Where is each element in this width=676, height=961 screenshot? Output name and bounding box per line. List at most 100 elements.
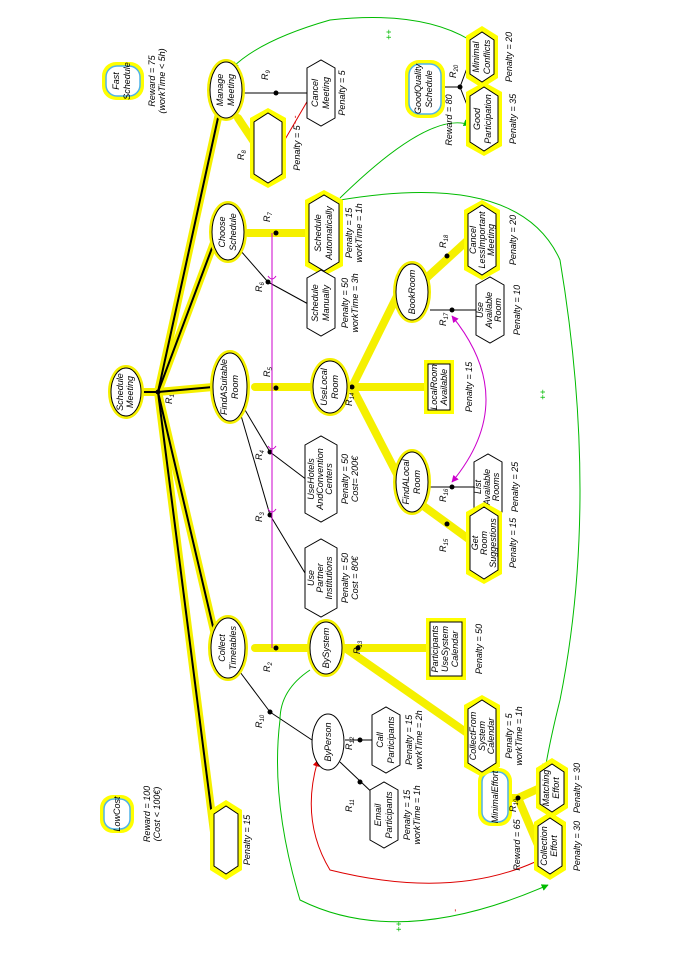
svg-text:LocalRoom: LocalRoom	[429, 364, 439, 410]
task-collect-from-system-calendar: CollectFrom System Calendar	[464, 695, 500, 777]
svg-text:Call: Call	[375, 731, 385, 748]
goal-use-local-room: UseLocal Room	[310, 358, 350, 416]
svg-text:workTime = 1h: workTime = 1h	[412, 785, 422, 844]
svg-text:Penalty = 5: Penalty = 5	[292, 124, 302, 170]
contrib-minimal-conflicts-to-fast	[231, 17, 471, 69]
svg-text:Fast: Fast	[111, 72, 121, 90]
svg-text:Meeting: Meeting	[125, 376, 135, 408]
svg-text:FindALocal: FindALocal	[401, 458, 411, 504]
svg-text:workTime = 3h: workTime = 3h	[350, 273, 360, 332]
svg-text:R12: R12	[344, 736, 356, 750]
svg-text:(Cost < 100€): (Cost < 100€)	[152, 787, 162, 842]
svg-text:Participation: Participation	[483, 94, 493, 144]
svg-text:workTime = 1h: workTime = 1h	[514, 706, 524, 765]
svg-text:R6: R6	[254, 282, 266, 293]
edge-collect-r10	[239, 671, 271, 713]
refinement-dots	[155, 84, 521, 801]
svg-text:++: ++	[384, 29, 394, 40]
svg-text:++: ++	[538, 389, 548, 400]
svg-text:Get: Get	[470, 535, 480, 550]
task-good-participation: Good Participation	[466, 82, 502, 156]
svg-text:Schedule: Schedule	[122, 62, 132, 100]
svg-text:Penalty = 5: Penalty = 5	[504, 712, 514, 758]
svg-text:Schedule: Schedule	[115, 373, 125, 411]
task-cancel-meeting: Cancel Meeting	[306, 59, 336, 127]
svg-text:Conflicts: Conflicts	[482, 39, 492, 74]
svg-text:(workTime < 5h): (workTime < 5h)	[157, 48, 167, 113]
edge-find-r4	[244, 409, 271, 453]
task-use-hotels: UseHotels AndConvention Centers	[304, 435, 338, 523]
svg-text:workTime = 2h: workTime = 2h	[414, 710, 424, 769]
svg-text:UseSystem: UseSystem	[440, 625, 450, 672]
svg-text:Penalty = 5: Penalty = 5	[337, 69, 347, 115]
svg-text:Cancel: Cancel	[310, 78, 320, 107]
quality-minimal-effort: MinimalEffort	[478, 768, 512, 826]
svg-text:Penalty = 50: Penalty = 50	[340, 278, 350, 328]
svg-text:CollectFrom: CollectFrom	[468, 711, 478, 760]
assumption-participants-use-system-calendar: Participants UseSystem Calendar	[426, 618, 466, 680]
contrib-auto-to-matching	[339, 192, 581, 771]
quality-low-cost: LowCost	[100, 795, 134, 833]
task-email-participants: Email Participants	[369, 781, 399, 849]
svg-text:Penalty = 50: Penalty = 50	[340, 553, 350, 603]
svg-text:Cost= 200€: Cost= 200€	[350, 455, 360, 502]
task-use-partner-institutions: Use Partner Institutions	[304, 538, 338, 618]
positive-contributions	[231, 17, 581, 923]
edge-r1-choose-core	[157, 231, 219, 393]
svg-text:Reward = 100: Reward = 100	[142, 786, 152, 842]
conflict-arc-r6	[267, 275, 277, 280]
task-get-room-suggestions: Get Room Suggestions	[466, 502, 502, 584]
svg-text:Participants: Participants	[386, 716, 396, 764]
svg-text:System: System	[477, 720, 487, 751]
edge-by-system-collect-calendar	[341, 644, 474, 739]
svg-text:R2: R2	[262, 662, 274, 673]
svg-text:Room: Room	[330, 374, 340, 399]
svg-text:R4: R4	[254, 450, 266, 461]
refinement-labels: R1 R9 R8 R7 R6 R5 R4 R3 R2 R10 R12 R11 R…	[164, 64, 520, 812]
svg-text:Timetables: Timetables	[228, 626, 238, 670]
svg-text:Penalty = 15: Penalty = 15	[402, 789, 412, 840]
svg-text:Email: Email	[373, 803, 383, 827]
svg-text:Room: Room	[230, 374, 240, 399]
svg-text:Suggestions: Suggestions	[488, 518, 498, 568]
svg-text:Reward = 80: Reward = 80	[444, 94, 454, 145]
edge-r1-characterise-core	[157, 391, 216, 841]
svg-text:Use: Use	[475, 302, 485, 318]
goal-collect-timetables: Collect Timetables	[208, 615, 248, 681]
svg-text:Penalty = 30: Penalty = 30	[572, 763, 582, 813]
svg-text:Reward = 65: Reward = 65	[512, 818, 522, 870]
edge-find-r3	[239, 411, 271, 516]
svg-text:Penalty = 15: Penalty = 15	[508, 517, 518, 568]
task-characterise-meeting	[210, 800, 242, 880]
svg-text:Available: Available	[439, 369, 449, 406]
svg-text:Calendar: Calendar	[486, 717, 496, 755]
svg-text:Penalty = 15: Penalty = 15	[344, 207, 354, 258]
svg-text:Available: Available	[482, 469, 492, 506]
svg-text:Penalty = 50: Penalty = 50	[474, 624, 484, 674]
task-schedule-manually: Schedule Manually	[306, 269, 336, 337]
task-minimal-conflicts: Minimal Conflicts	[466, 26, 498, 88]
svg-text:R8: R8	[236, 150, 248, 161]
svg-text:Penalty = 15: Penalty = 15	[464, 361, 474, 412]
svg-text:Schedule: Schedule	[228, 213, 238, 251]
task-matching-effort: Matching Effort	[536, 758, 568, 818]
goal-find-a-local-room: FindALocal Room	[393, 449, 431, 515]
svg-text:R11: R11	[344, 799, 356, 812]
edge-r6-manual	[267, 281, 311, 306]
svg-text:UseLocal: UseLocal	[319, 367, 329, 406]
svg-text:Use: Use	[306, 570, 316, 586]
quality-fast-schedule: Fast Schedule	[102, 62, 144, 100]
svg-text:Effort: Effort	[549, 835, 559, 857]
svg-text:Room: Room	[479, 530, 489, 555]
svg-text:R16: R16	[438, 488, 450, 502]
conflict-arc-r4	[267, 445, 277, 450]
edge-r3-partner	[269, 514, 309, 579]
svg-text:Manually: Manually	[321, 284, 331, 321]
svg-text:R1: R1	[164, 394, 176, 404]
edge-use-local-book-room	[348, 286, 404, 391]
svg-text:Centers: Centers	[324, 463, 334, 495]
svg-text:Partner: Partner	[315, 562, 325, 593]
svg-text:- -: - -	[290, 116, 300, 125]
edge-choose-r6	[239, 249, 269, 283]
svg-text:workTime = 1h: workTime = 1h	[354, 203, 364, 262]
